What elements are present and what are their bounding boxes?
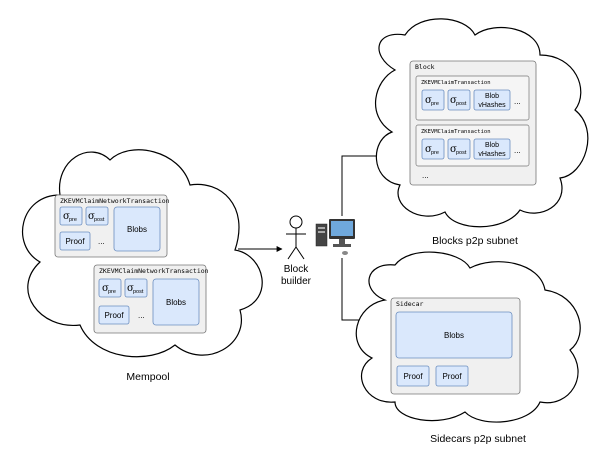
proof-box (98, 305, 130, 325)
sigma-pre-sub: pre (431, 150, 439, 156)
blobs-label: Blobs (166, 298, 186, 307)
sigma-post-box (85, 206, 109, 226)
sigma-pre-box (421, 138, 445, 160)
ellipsis: ... (138, 311, 145, 320)
proof-label: Proof (65, 237, 85, 246)
block-transaction-1: ZKEVMClaimTransaction σ pre σ post Blob … (415, 75, 530, 121)
blob-vhashes-box (473, 89, 511, 111)
ellipsis: ... (514, 97, 521, 106)
block-transaction-2: ZKEVMClaimTransaction σ pre σ post Blob … (415, 124, 530, 167)
block-tx1-title: ZKEVMClaimTransaction (421, 80, 491, 86)
sidecars-subnet-label: Sidecars p2p subnet (430, 433, 526, 445)
proof-box (59, 231, 91, 251)
sigma-post-sub: post (94, 217, 105, 223)
sigma-post-box (447, 138, 471, 160)
sidecar-proof-label-2: Proof (442, 372, 462, 381)
sigma-post-symbol: σ (450, 95, 457, 106)
sigma-post-symbol: σ (127, 283, 134, 294)
mempool-transaction-1: ZKEVMClaimNetworkTransaction σ pre σ pos… (54, 194, 170, 258)
block-tx2-title: ZKEVMClaimTransaction (421, 129, 491, 135)
more-transactions-ellipsis: ... (422, 171, 429, 180)
mempool-label: Mempool (126, 371, 169, 383)
sigma-post-box (447, 89, 471, 111)
blobs-box (152, 278, 200, 326)
mempool-tx1-title: ZKEVMClaimNetworkTransaction (60, 197, 170, 205)
sigma-pre-sub: pre (431, 101, 439, 107)
sigma-pre-box (98, 278, 122, 298)
block-title: Block (415, 63, 435, 71)
block-builder-label-line2: builder (281, 276, 312, 287)
sidecar-proof-label-1: Proof (403, 372, 423, 381)
blob-vhashes-line1: Blob (485, 93, 499, 100)
sidecar-blobs-label: Blobs (444, 331, 464, 340)
computer-icon (315, 219, 355, 255)
sigma-pre-symbol: σ (425, 95, 432, 106)
blocks-subnet-label: Blocks p2p subnet (432, 235, 518, 247)
sigma-pre-symbol: σ (102, 283, 109, 294)
blob-vhashes-box (473, 138, 511, 160)
sigma-pre-symbol: σ (63, 211, 70, 222)
mempool-tx2-title: ZKEVMClaimNetworkTransaction (99, 267, 209, 275)
sigma-post-sub: post (456, 150, 467, 156)
sigma-pre-sub: pre (108, 289, 116, 295)
blob-vhashes-line1: Blob (485, 142, 499, 149)
ellipsis: ... (98, 237, 105, 246)
sigma-post-symbol: σ (450, 144, 457, 155)
sigma-post-box (124, 278, 148, 298)
mempool-transaction-2: ZKEVMClaimNetworkTransaction σ pre σ pos… (93, 264, 209, 334)
sigma-post-symbol: σ (88, 211, 95, 222)
sigma-pre-symbol: σ (425, 144, 432, 155)
sigma-post-sub: post (133, 289, 144, 295)
sigma-pre-box (421, 89, 445, 111)
sidecar-container: Sidecar Blobs Proof Proof (390, 297, 521, 395)
sigma-post-sub: post (456, 101, 467, 107)
block-container: Block ZKEVMClaimTransaction σ pre σ post… (409, 60, 537, 186)
ellipsis: ... (514, 146, 521, 155)
sidecar-blobs-box (395, 311, 513, 359)
blobs-box (113, 206, 161, 252)
blob-vhashes-line2: vHashes (478, 102, 506, 109)
blobs-label: Blobs (127, 225, 147, 234)
sigma-pre-sub: pre (69, 217, 77, 223)
blob-vhashes-line2: vHashes (478, 151, 506, 158)
block-builder-actor (286, 215, 306, 260)
sidecar-title: Sidecar (396, 300, 423, 308)
sidecar-proof-box-1 (396, 365, 430, 387)
proof-label: Proof (104, 311, 124, 320)
block-builder-label-line1: Block (284, 264, 309, 275)
sidecar-proof-box-2 (435, 365, 469, 387)
sigma-pre-box (59, 206, 83, 226)
